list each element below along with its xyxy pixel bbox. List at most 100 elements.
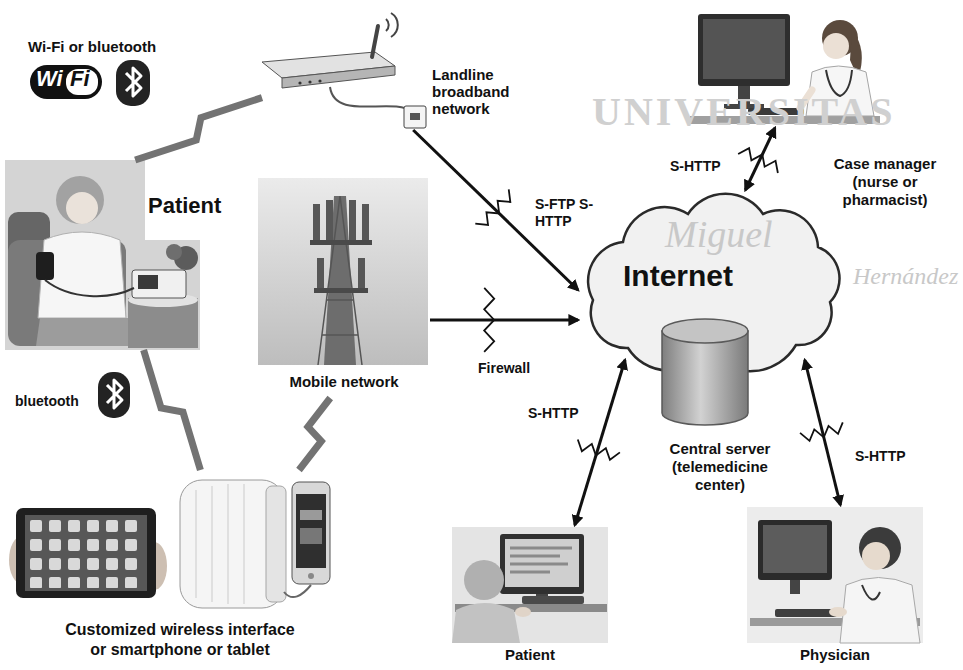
bluetooth-rune — [107, 380, 122, 408]
antenna-panel — [358, 258, 365, 288]
logo-text: Wi — [36, 66, 63, 92]
monitor — [500, 534, 584, 594]
face — [823, 33, 849, 59]
node-label: Physician — [745, 646, 925, 664]
patient-computer-node: Patient — [450, 525, 610, 667]
bluetooth-rune — [126, 68, 141, 96]
label-anchor: Miguel — [665, 214, 773, 254]
physician-node: Physician — [745, 505, 925, 667]
data-arrow — [575, 360, 625, 525]
stethoscope — [862, 585, 880, 600]
patient-computer-photo — [452, 527, 608, 643]
hand — [829, 607, 847, 617]
hair — [464, 560, 504, 600]
node-label: Landline broadband network — [432, 66, 532, 117]
mobile-tower-photo — [258, 178, 428, 365]
watermark: Miguel — [665, 214, 773, 254]
legs — [36, 318, 134, 346]
antenna-panel — [362, 204, 369, 240]
edge-label: Wi-Fi or bluetooth — [28, 38, 156, 56]
firewall-zigzag — [484, 288, 494, 352]
edge-label: S-HTTP — [670, 158, 721, 175]
physician-photo — [747, 507, 923, 643]
photo-ground — [452, 527, 608, 643]
patient-photo — [5, 160, 200, 350]
connector-group — [430, 288, 578, 352]
router-led — [318, 79, 321, 82]
bluetooth-symbol — [98, 372, 130, 418]
firewall-label: Firewall — [478, 360, 530, 377]
app-grid — [30, 520, 144, 588]
phone-widget — [300, 528, 322, 544]
label-anchor: S-HTTP — [528, 405, 579, 422]
white-coat — [840, 578, 920, 644]
label-anchor: Firewall — [478, 360, 530, 377]
router-led — [308, 80, 311, 83]
wifi-waves — [386, 13, 398, 37]
firewall-zigzag — [475, 189, 510, 225]
device-node: Customized wireless interface or smartph… — [10, 470, 350, 666]
data-arrow — [745, 128, 775, 190]
bluetooth-symbol — [116, 60, 150, 106]
label-anchor: S-HTTP — [855, 448, 906, 465]
bluetooth-badge — [116, 60, 150, 106]
connector-group — [575, 360, 625, 525]
hand — [515, 607, 531, 617]
antenna-panel — [313, 204, 320, 240]
wifi-logo-back — [30, 65, 102, 99]
firewall-zigzag — [578, 440, 620, 460]
router-front — [282, 66, 395, 88]
monitor-screen — [703, 19, 785, 79]
router-node: Landline broadband network — [262, 22, 430, 130]
tablet — [16, 508, 156, 598]
node-label: Internet — [623, 258, 733, 294]
antenna-panel — [317, 258, 324, 288]
hair — [56, 176, 104, 224]
tower-platform — [310, 240, 372, 245]
node-label: Central server (telemedicine center) — [655, 440, 785, 494]
edge-label: S-HTTP — [528, 405, 579, 422]
data-arrow — [430, 318, 578, 321]
monitor-stand — [790, 580, 800, 594]
node-label: Case manager (nurse or pharmacist) — [815, 155, 955, 209]
label-anchor: Wi-Fi or bluetooth — [28, 38, 156, 56]
tablet-screen — [25, 515, 147, 591]
label-anchor: Fi — [70, 66, 90, 92]
watermark: UNIVERSITAS — [592, 92, 895, 132]
sky — [258, 178, 428, 365]
wifi-logo — [30, 65, 102, 99]
bluetooth-badge — [98, 372, 130, 418]
keyboard — [522, 596, 584, 604]
edge-label: bluetooth — [15, 393, 79, 410]
router-led — [298, 81, 301, 84]
cuff-texture — [196, 484, 244, 604]
cuff-tube — [45, 280, 134, 296]
connector-group — [738, 128, 778, 190]
monitor — [698, 14, 790, 86]
photo-ground — [747, 507, 923, 643]
tower-lattice — [318, 196, 362, 365]
hair — [859, 527, 901, 569]
phone-button — [308, 573, 314, 579]
body — [452, 603, 520, 643]
router-antenna — [372, 26, 378, 57]
router-cable — [330, 87, 413, 112]
firewall-zigzag — [800, 422, 843, 440]
mobile-network-node: Mobile network — [258, 178, 430, 398]
firewall-zigzag — [738, 148, 778, 173]
wireless-bolt — [299, 398, 330, 470]
connectors — [135, 98, 843, 525]
central-server-node: Central server (telemedicine center) — [650, 318, 790, 503]
bp-screen — [138, 275, 158, 289]
wireless-bolt — [135, 98, 262, 160]
smartphone — [292, 482, 330, 584]
cylinder-top — [662, 319, 748, 343]
photo-ground — [5, 160, 200, 350]
monitor — [758, 520, 832, 580]
node-label: Patient — [148, 193, 221, 219]
wireless-bolt — [144, 350, 201, 470]
connector-group — [800, 360, 843, 505]
watermark: Hernández — [853, 262, 958, 290]
keyboard — [775, 609, 837, 617]
